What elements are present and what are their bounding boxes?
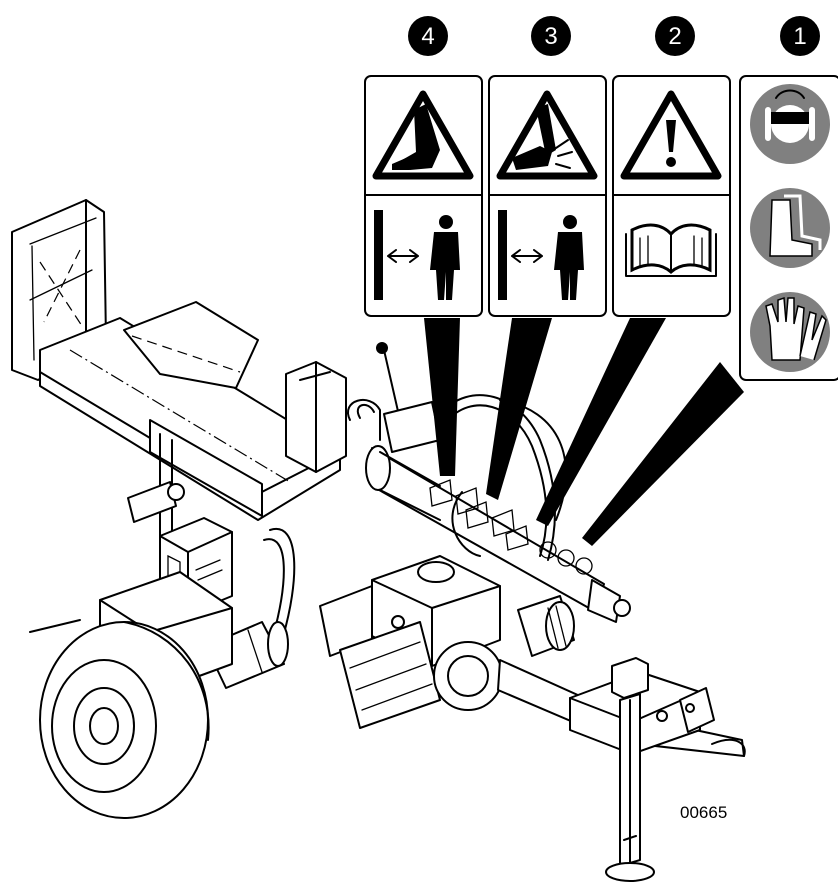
support-bracket [127,481,177,523]
leader-1 [582,362,744,546]
splitter-wedge [285,361,347,473]
wheel [39,621,210,819]
read-manual-icon [625,223,717,277]
decal-1-ppe [739,75,838,381]
keep-distance-icon [374,210,460,300]
callout-number-3: 3 [531,16,571,56]
leader-2 [536,318,666,526]
log-splitter-illustration [11,199,746,882]
ground-line [29,619,81,633]
safety-gloves-icon [750,292,830,372]
svg-text:3: 3 [544,23,557,50]
splitter-beam [39,301,341,567]
figure-code: 00665 [680,803,727,822]
callout-number-4: 4 [408,16,448,56]
control-valve-lever [347,342,441,453]
callout-leaders [424,318,744,546]
safety-boots-icon [750,188,830,268]
callout-number-2: 2 [655,16,695,56]
leader-4 [424,318,460,476]
svg-text:2: 2 [668,23,681,50]
general-warning-icon [620,90,722,180]
hydraulic-cylinder [365,445,631,623]
svg-text:4: 4 [421,23,434,50]
keep-distance-icon [498,210,584,300]
leader-3 [486,318,552,500]
eye-ear-protection-icon [750,84,830,164]
engine [319,555,575,729]
decal-2-read-manual [612,75,731,317]
callout-number-1: 1 [780,16,820,56]
foot-crush-hazard-icon [372,90,474,180]
decal-3-hand-crush [488,75,607,317]
svg-text:1: 1 [793,23,806,50]
decal-4-foot-crush [364,75,483,317]
hand-crush-hazard-icon [496,90,598,180]
jack-stand [605,657,655,882]
